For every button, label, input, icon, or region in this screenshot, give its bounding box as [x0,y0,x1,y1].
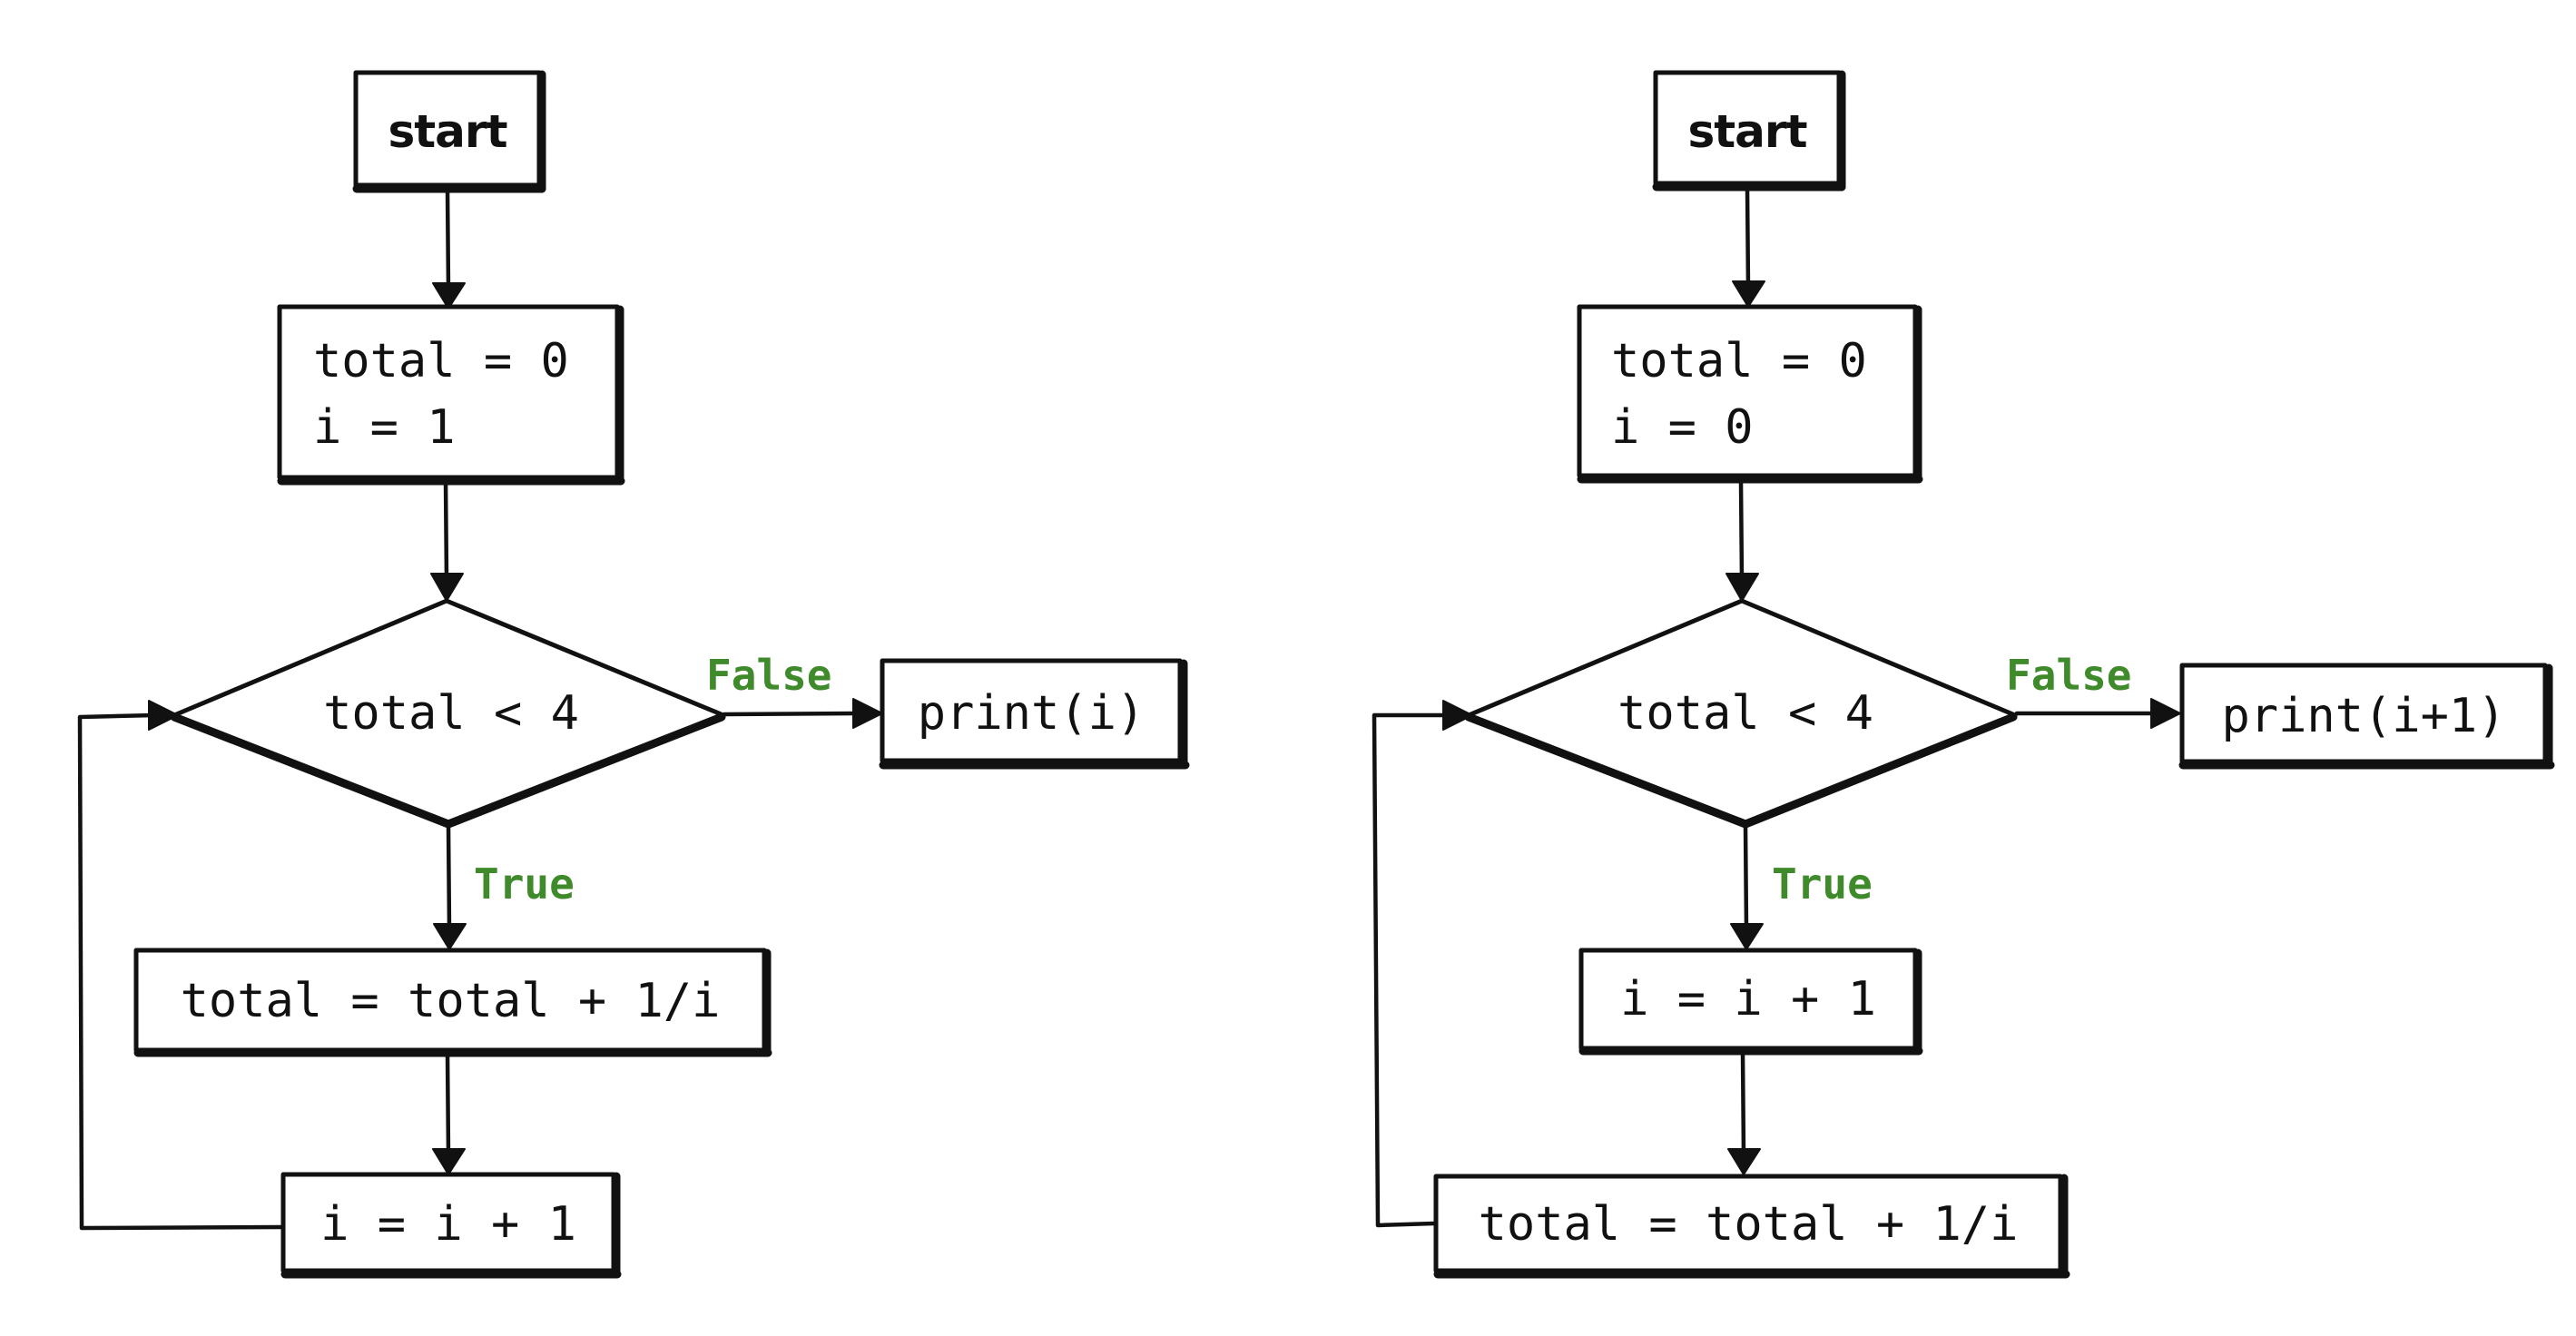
step-1-node: total = total + 1/i [133,948,772,1057]
edge-init-to-condition [443,478,449,584]
start-label: start [1688,105,1807,158]
true-label: True [1772,860,1873,909]
arrowhead [2150,698,2181,729]
arrowhead [1442,700,1473,731]
output-label: print(i) [918,686,1145,741]
false-label: False [706,651,831,700]
arrowhead [852,698,883,729]
edge-condition-false [722,711,860,717]
start-label: start [388,105,507,158]
arrowhead [1727,1148,1761,1175]
step-2-label: i = i + 1 [320,1197,576,1252]
edge-start-to-init [1745,186,1751,291]
step-1-label: i = i + 1 [1620,972,1876,1027]
start-node: start [352,70,546,193]
step-2-node: total = total + 1/i [1433,1174,2070,1279]
init-node: total = 0 i = 1 [277,304,625,486]
arrowhead [1726,573,1759,602]
condition-node: total < 4 [1464,598,2018,829]
step-2-label: total = total + 1/i [1479,1197,2019,1252]
arrowhead [433,923,467,950]
init-line-2: i = 0 [1611,400,1754,455]
arrowhead [1732,280,1765,308]
init-line-2: i = 1 [313,400,456,455]
edge-start-to-init [445,188,451,293]
init-line-1: total = 0 [1611,334,1867,388]
flowchart-right: start total = 0 i = 0 total < 4 False pr… [1372,70,2555,1279]
output-node: print(i+1) [2178,663,2555,770]
edge-condition-true [446,823,452,933]
arrowhead [432,282,466,309]
condition-label: total < 4 [1617,686,1873,741]
step-1-node: i = i + 1 [1578,948,1923,1056]
condition-node: total < 4 [170,598,726,829]
output-label: print(i+1) [2221,689,2505,743]
step-2-node: i = i + 1 [280,1172,622,1279]
true-label: True [474,860,575,909]
condition-label: total < 4 [323,686,579,741]
edge-condition-true [1743,823,1749,933]
edge-step1-to-step2 [1740,1050,1746,1158]
start-node: start [1652,70,1846,192]
step-1-label: total = total + 1/i [181,974,721,1028]
edge-init-to-condition [1738,478,1745,584]
arrowhead [432,1148,466,1175]
edge-loop-back [1372,712,1451,1228]
false-label: False [2006,651,2131,700]
arrowhead [430,573,464,602]
arrowhead [1730,923,1764,950]
init-line-1: total = 0 [313,334,569,388]
arrowhead [148,700,179,731]
edge-loop-back [77,712,286,1231]
output-node: print(i) [879,658,1190,770]
flowchart-left: start total = 0 i = 1 total < 4 False pr… [77,70,1190,1279]
edge-step1-to-step2 [445,1052,451,1158]
init-node: total = 0 i = 0 [1577,304,1923,484]
